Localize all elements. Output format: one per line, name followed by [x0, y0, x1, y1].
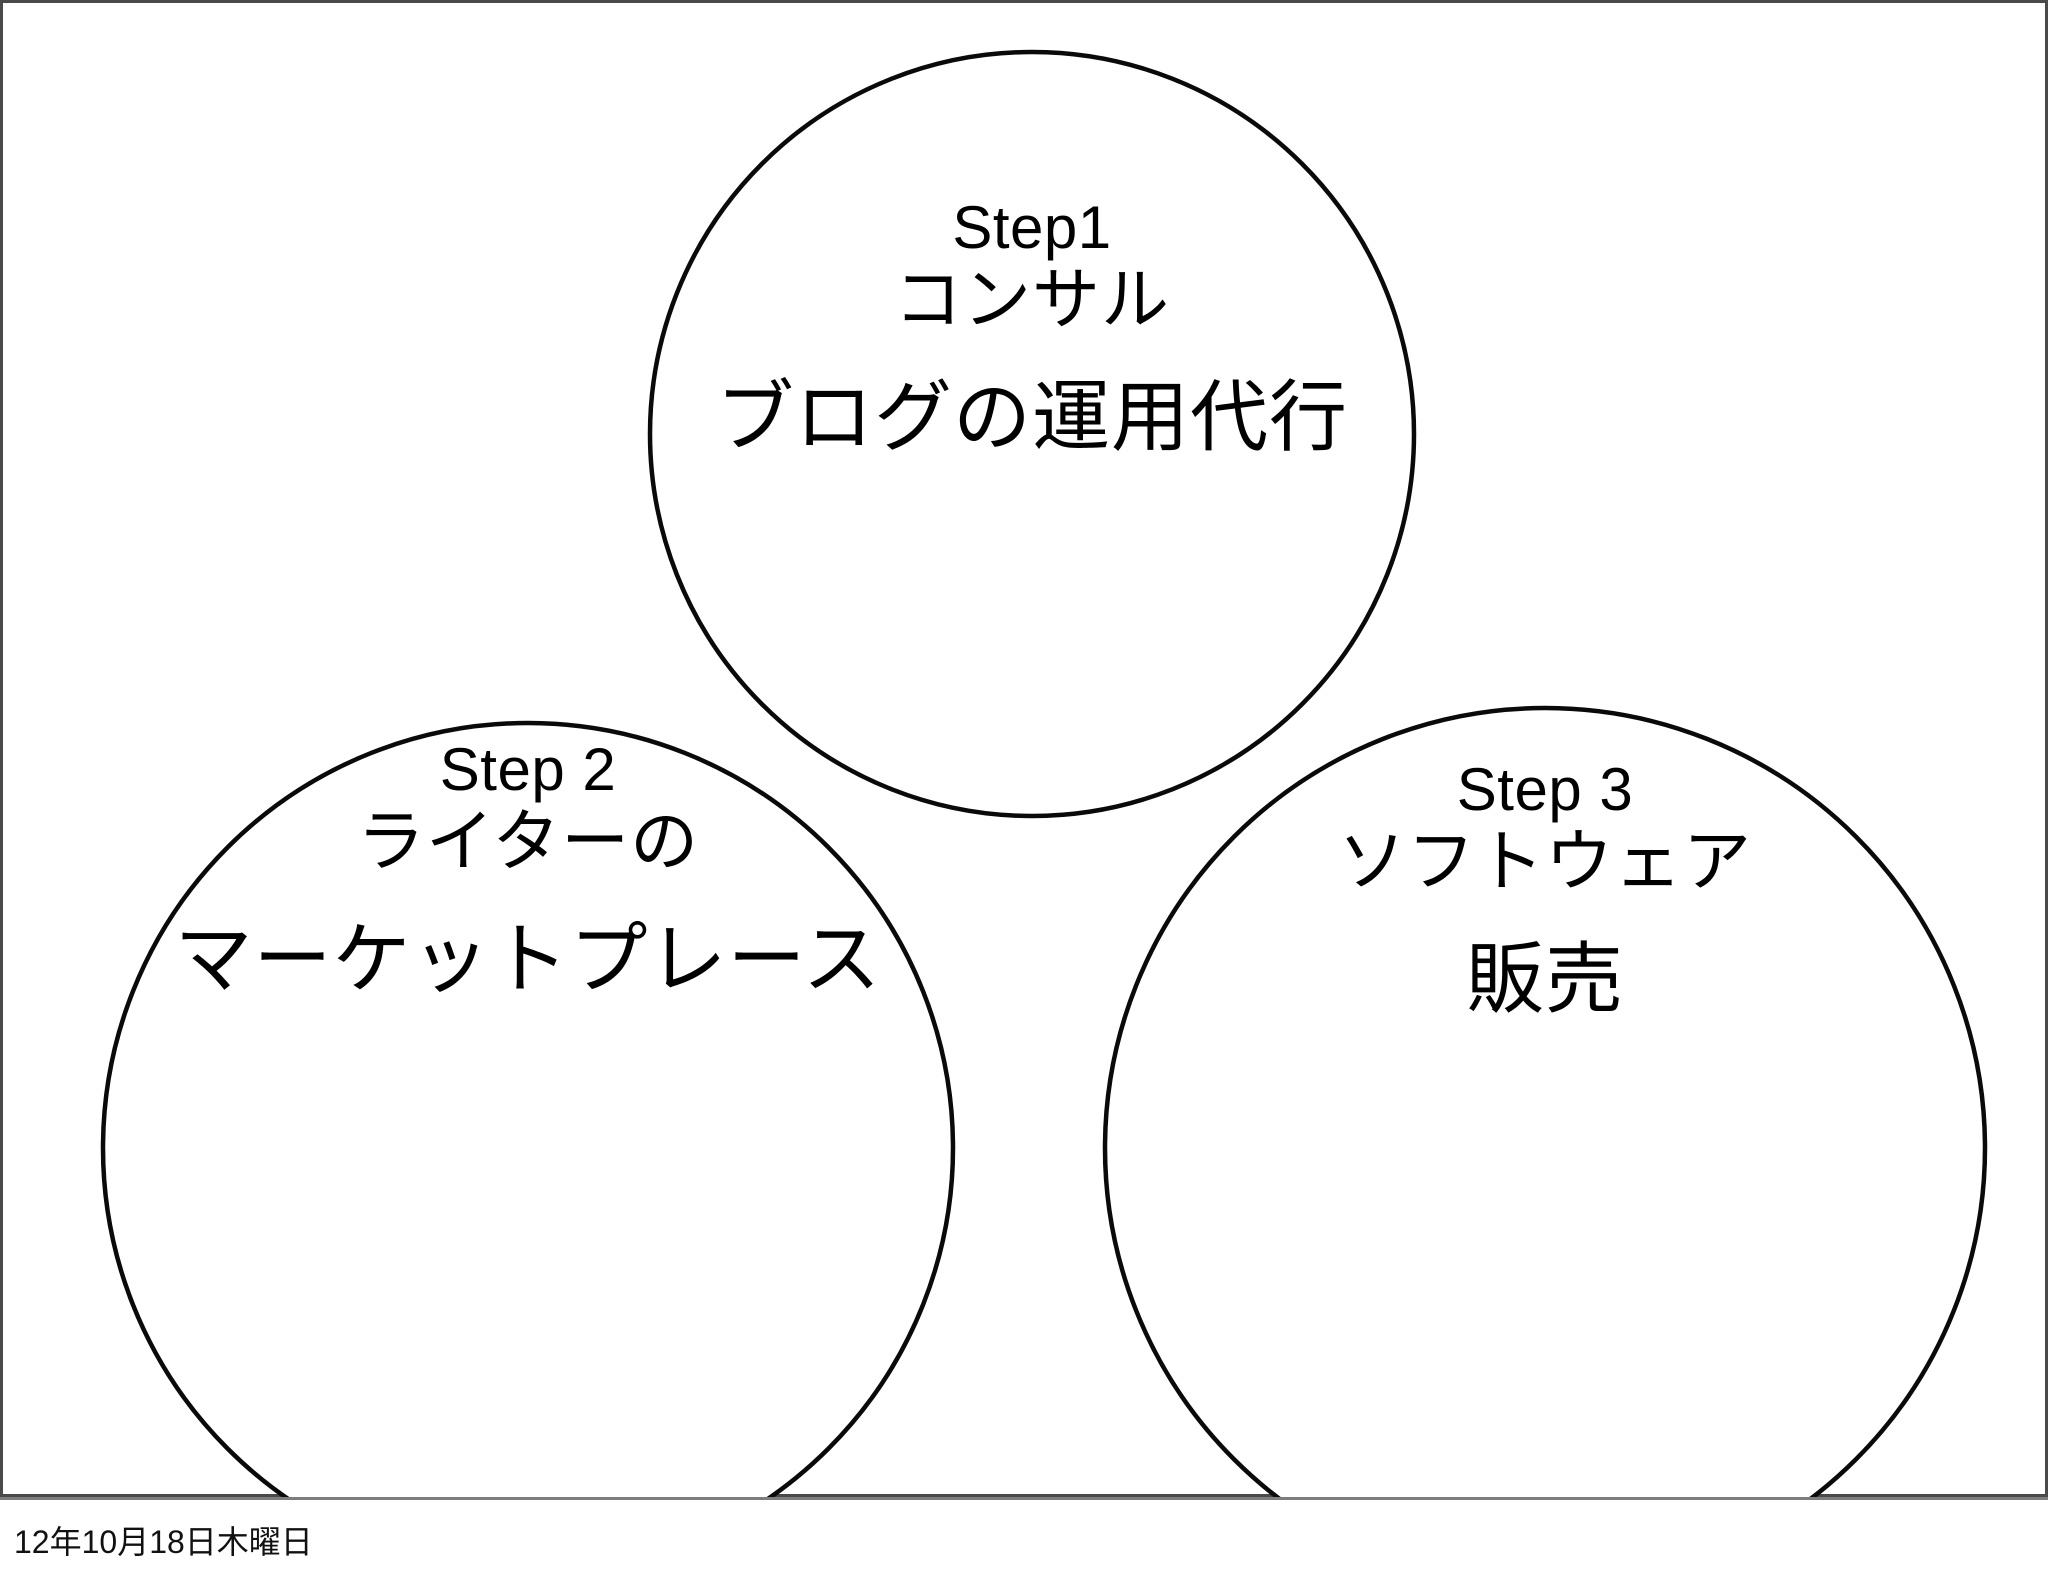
step3-subtitle: ソフトウェア	[1337, 824, 1752, 900]
step2-subtitle: ライターの	[356, 804, 700, 880]
footer: 12年10月18日木曜日	[0, 1497, 2048, 1576]
circle-step1	[647, 49, 1417, 819]
step1-heading: Step1	[952, 194, 1112, 261]
circle-step3	[1102, 705, 1988, 1576]
footer-date: 12年10月18日木曜日	[14, 1524, 313, 1560]
circle-label-step1: Step1 コンサル ブログの運用代行	[632, 194, 1432, 461]
circle-label-step3: Step 3 ソフトウェア 販売	[1145, 756, 1945, 1023]
footer-divider	[0, 1497, 2048, 1500]
step2-body: マーケットプレース	[174, 915, 882, 1003]
step2-heading: Step 2	[439, 736, 617, 803]
step3-body: 販売	[1465, 935, 1624, 1023]
circle-label-step2: Step 2 ライターの マーケットプレース	[128, 736, 928, 1003]
step1-subtitle: コンサル	[893, 262, 1170, 338]
step1-body: ブログの運用代行	[715, 373, 1348, 461]
step3-heading: Step 3	[1456, 756, 1634, 823]
